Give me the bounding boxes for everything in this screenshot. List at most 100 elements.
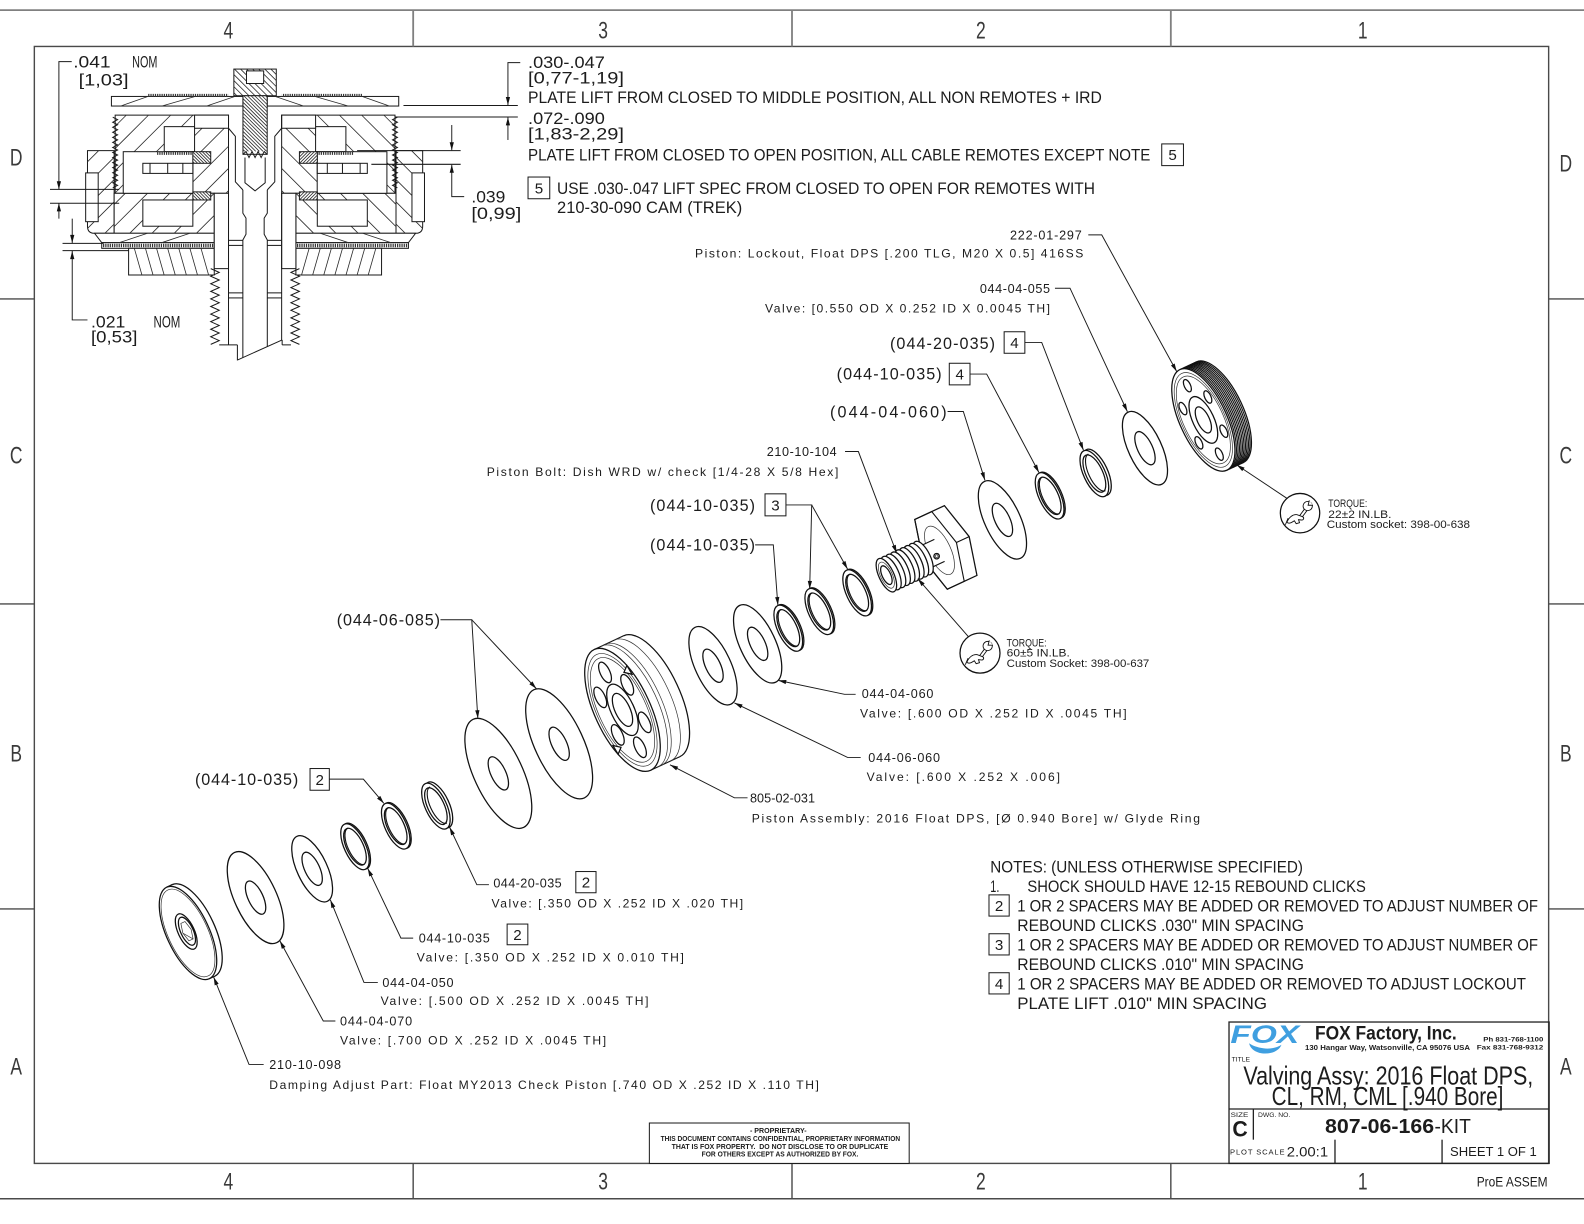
flow-port — [1214, 447, 1224, 461]
arrowhead — [917, 578, 925, 587]
hatch-line — [243, 95, 268, 120]
drill-point — [244, 157, 266, 192]
leader-lockout-spacer-thick — [1024, 341, 1084, 451]
hatch-line — [242, 131, 264, 152]
hatch-line — [258, 95, 268, 105]
part-number: 044-04-060 — [862, 687, 934, 701]
dimension-metric: [0,53] — [91, 328, 137, 346]
seal-hatching — [192, 151, 212, 201]
leader-rebound-valve-b — [471, 619, 537, 690]
piston-bore — [611, 692, 634, 727]
center-bolt-section — [233, 68, 283, 368]
dimension-line — [58, 61, 72, 190]
callout-compression-spacers: (044-10-035) 3 — [650, 493, 787, 517]
valve-044-04-050-part — [291, 835, 334, 903]
wrench-hand-icon — [964, 640, 993, 665]
part-number: 044-04-070 — [340, 1015, 412, 1029]
flow-port — [1178, 401, 1188, 416]
face-ring — [587, 653, 658, 767]
proprietary-notice: - PROPRIETARY- THIS DOCUMENT CONTAINS CO… — [648, 1122, 910, 1164]
proprietary-line: THAT IS FOX PROPERTY. DO NOT DISCLOSE TO… — [672, 1144, 889, 1151]
hand — [1286, 514, 1305, 525]
piston-port — [632, 736, 648, 759]
part-number: (044-06-085) — [337, 612, 440, 630]
face-ring — [589, 657, 656, 763]
note-flag-number: 4 — [995, 976, 1003, 993]
torque-symbol-circle — [959, 632, 1001, 674]
wrist-line — [1284, 518, 1289, 525]
arrowhead — [449, 164, 454, 173]
arrowhead — [330, 899, 336, 909]
part-description: Valve: [.600 X .252 X .006] — [867, 770, 1060, 784]
zone-column-label: 1 — [1358, 18, 1368, 44]
wrench-jaw — [987, 640, 993, 646]
note-flag-box — [988, 933, 1010, 956]
part-number: (044-04-060) — [830, 403, 947, 421]
base-hatch-line — [119, 232, 148, 244]
leader-valve-044-04-070 — [279, 940, 336, 1022]
hatch-line — [242, 149, 246, 152]
arrowhead — [807, 580, 812, 589]
note-line: PLATE LIFT .010" MIN SPACING — [1017, 995, 1267, 1013]
hatch-line — [242, 134, 260, 152]
callout-lockout-spacer-thin: (044-10-035) 4 — [837, 362, 971, 386]
hatch-line — [233, 92, 238, 97]
part-description: Piston Bolt: Dish WRD w/ check [1/4-28 X… — [487, 465, 839, 479]
wear-band-section — [85, 172, 99, 223]
zone-column-label: 3 — [598, 1169, 608, 1195]
spacer-bore-back-edge — [385, 806, 406, 845]
leader-compression-spacer — [755, 544, 779, 606]
piston-band-edge — [614, 638, 681, 762]
torque-callout-lockout-piston: TORQUE: 22±2 IN.LB. Custom socket: 398-0… — [1236, 464, 1470, 534]
callout-valve-044-06-060: 044-06-060 Valve: [.600 X .252 X .006] — [867, 751, 1060, 784]
part-number: 210-10-098 — [269, 1058, 341, 1072]
hatch-line — [195, 151, 208, 164]
logo-wordmark: FOX — [1230, 1021, 1302, 1049]
dimension-qualifier: NOM — [132, 54, 157, 72]
fox-logo: FOX — [1230, 1021, 1302, 1054]
hatch-line — [195, 191, 205, 201]
callout-piston-assembly: 805-02-031 Piston Assembly: 2016 Float D… — [750, 791, 1200, 825]
hex-head-edge — [956, 536, 970, 544]
hatch-line — [242, 120, 268, 145]
valve-center-hole — [487, 756, 510, 791]
hatch-line — [208, 191, 212, 194]
leader-lockout-valve — [947, 411, 986, 481]
torque-value: 22±2 IN.LB. — [1328, 509, 1391, 521]
note-flag-box — [764, 493, 787, 517]
note-flag-number: 3 — [995, 937, 1003, 954]
piston-port — [637, 711, 652, 734]
torque-tool: Custom socket: 398-00-638 — [1327, 519, 1470, 531]
note-flag-box — [506, 923, 529, 946]
spacer-044-10-035-lower-part — [340, 822, 372, 871]
dimension-value: .021 — [91, 314, 125, 332]
callout-valve-044-20-035: 044-20-035 2 Valve: [.350 OD X .252 ID X… — [492, 871, 743, 910]
part-description: Piston Assembly: 2016 Float DPS, [Ø 0.94… — [752, 811, 1200, 825]
leader-piston-assembly — [669, 764, 748, 799]
hatch-line — [247, 95, 268, 116]
leader-lockout-piston — [1088, 234, 1178, 372]
thread-crest — [1187, 364, 1244, 468]
part-number: 805-02-031 — [750, 791, 815, 805]
thread-profile — [209, 268, 221, 345]
callout-valve-044-04-055: 044-04-055 Valve: [0.550 OD X 0.252 ID X… — [765, 282, 1050, 316]
piston-port — [610, 723, 625, 746]
piston-notch — [611, 744, 622, 756]
section-half-mirrored — [262, 93, 427, 363]
zone-row-label: D — [10, 145, 23, 171]
arrowhead — [529, 681, 537, 689]
dimension-qualifier: NOM — [154, 314, 181, 332]
callout-valve-044-10-035: 044-10-035 2 Valve: [.350 OD X .252 ID X… — [417, 923, 684, 965]
proprietary-line: FOR OTHERS EXCEPT AS AUTHORIZED BY FOX. — [702, 1152, 859, 1159]
part-number: (044-10-035) — [837, 366, 942, 384]
dimension-line — [507, 62, 521, 106]
callout-valve-044-04-060: 044-04-060 Valve: [.600 OD X .252 ID X .… — [860, 687, 1127, 721]
note-flag-box — [575, 871, 597, 894]
hatch-line — [242, 98, 268, 124]
valve-044-04-060-lockout-part — [977, 480, 1028, 560]
leader-valve-044-04-050 — [329, 899, 378, 983]
lockout-piston-part — [1171, 360, 1253, 472]
drawing-number: 807-06-166 — [1325, 1116, 1434, 1138]
leader-valve-044-10-035 — [367, 868, 414, 939]
company-phone: Ph 831-768-1100 — [1483, 1036, 1543, 1043]
